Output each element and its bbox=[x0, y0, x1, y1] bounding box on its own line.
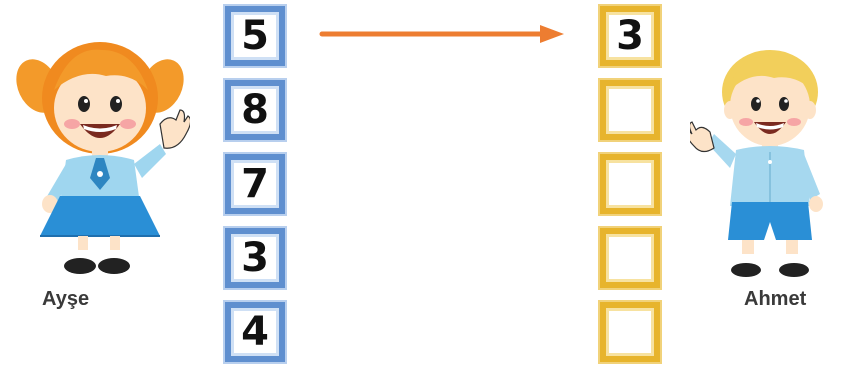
right-number-box-2[interactable] bbox=[600, 80, 660, 140]
left-number-box-4: 3 bbox=[225, 228, 285, 288]
left-number-4: 3 bbox=[241, 235, 269, 281]
left-number-1: 5 bbox=[241, 13, 269, 59]
right-number-box-1[interactable]: 3 bbox=[600, 6, 660, 66]
right-number-box-3[interactable] bbox=[600, 154, 660, 214]
right-number-box-4[interactable] bbox=[600, 228, 660, 288]
arrow-right-icon bbox=[318, 22, 568, 46]
right-number-1: 3 bbox=[616, 13, 644, 59]
left-number-2: 8 bbox=[241, 87, 269, 133]
left-number-box-5: 4 bbox=[225, 302, 285, 362]
left-number-3: 7 bbox=[241, 161, 269, 207]
ahmet-name-label: Ahmet bbox=[744, 288, 806, 311]
ayse-illustration bbox=[10, 28, 190, 280]
ahmet-illustration bbox=[690, 44, 840, 284]
ayse-name-label: Ayşe bbox=[42, 288, 89, 311]
left-number-box-1: 5 bbox=[225, 6, 285, 66]
right-number-box-5[interactable] bbox=[600, 302, 660, 362]
left-number-box-2: 8 bbox=[225, 80, 285, 140]
left-number-box-3: 7 bbox=[225, 154, 285, 214]
left-number-5: 4 bbox=[241, 309, 269, 355]
